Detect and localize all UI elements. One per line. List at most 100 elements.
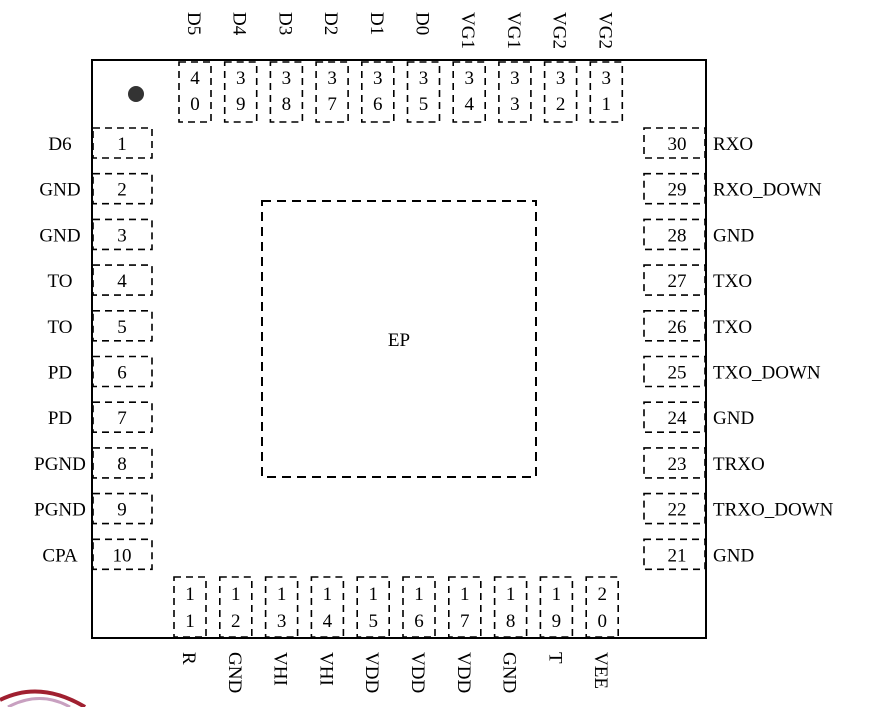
pin-name-8: PGND [34, 454, 86, 475]
pin-name-21: GND [713, 545, 754, 566]
pin-pad-top-32 [543, 61, 578, 123]
pin-number-22: 22 [668, 500, 687, 521]
pin-name-13: VHI [270, 652, 291, 686]
pin-name-12: GND [224, 652, 245, 693]
pin-pad-top-40 [178, 61, 212, 123]
pin-pad-top-33 [498, 61, 532, 123]
pin-pad-top-34 [452, 61, 487, 123]
pin-number-digit1-33: 3 [510, 68, 520, 89]
pin-number-digit2-40: 0 [190, 94, 200, 115]
pin-pad-top-39 [223, 61, 258, 123]
pin-name-17: VDD [453, 652, 474, 693]
pin-number-9: 9 [117, 500, 127, 521]
corner-decoration [0, 689, 87, 707]
pin-name-34: VG1 [457, 12, 478, 49]
pin-pad-bottom-18 [493, 576, 528, 638]
pin-name-23: TRXO [713, 454, 765, 475]
pin-number-1: 1 [117, 134, 127, 155]
pin-number-7: 7 [117, 408, 127, 429]
pin-name-40: D5 [183, 12, 204, 35]
pin-number-digit1-11: 1 [185, 584, 195, 605]
pin-number-2: 2 [117, 180, 127, 201]
pin-name-30: RXO [713, 134, 753, 155]
pin-number-digit1-39: 3 [236, 68, 246, 89]
pin-pad-left-2 [92, 172, 153, 205]
pin-name-6: PD [48, 363, 72, 384]
pin-number-digit2-13: 3 [277, 611, 287, 632]
pin-number-digit1-35: 3 [419, 68, 429, 89]
pin-number-digit2-34: 4 [464, 94, 474, 115]
pin-number-digit2-17: 7 [460, 611, 470, 632]
pin-name-25: TXO_DOWN [713, 363, 821, 384]
pin1-marker [128, 86, 144, 102]
pin-number-digit1-36: 3 [373, 68, 383, 89]
pin-name-26: TXO [713, 317, 752, 338]
pin-name-31: VG2 [594, 12, 615, 49]
pin-name-36: D1 [366, 12, 387, 35]
pin-number-26: 26 [668, 317, 687, 338]
pin-number-digit1-38: 3 [282, 68, 292, 89]
pin-number-digit1-34: 3 [464, 68, 474, 89]
pin-number-5: 5 [117, 317, 127, 338]
pin-pad-bottom-16 [402, 576, 436, 638]
pin-number-28: 28 [668, 225, 687, 246]
pin-number-3: 3 [117, 225, 127, 246]
pin-number-digit2-12: 2 [231, 611, 241, 632]
pin-name-32: VG2 [549, 12, 570, 49]
pin-number-digit2-37: 7 [327, 94, 337, 115]
pin-number-digit2-15: 5 [368, 611, 378, 632]
package-outline [91, 59, 707, 639]
pin-number-digit1-20: 2 [597, 584, 607, 605]
pin-number-29: 29 [668, 180, 687, 201]
pin-pad-bottom-20 [585, 576, 620, 638]
exposed-pad-label: EP [388, 330, 410, 351]
pin-pad-top-31 [589, 61, 624, 123]
pin-number-6: 6 [117, 363, 127, 384]
pin-name-4: TO [48, 271, 73, 292]
pin-pad-right-29 [643, 172, 706, 205]
pin-name-3: GND [39, 225, 80, 246]
pin-pad-left-4 [92, 264, 153, 296]
pin-number-digit1-40: 4 [190, 68, 200, 89]
pin-number-digit1-14: 1 [323, 584, 333, 605]
pin-number-digit2-36: 6 [373, 94, 383, 115]
pin-number-digit1-19: 1 [552, 584, 562, 605]
pin-pad-top-35 [406, 61, 441, 123]
pin-name-9: PGND [34, 500, 86, 521]
pin-number-digit1-32: 3 [556, 68, 566, 89]
pin-number-21: 21 [668, 545, 687, 566]
pin-number-10: 10 [113, 545, 132, 566]
pin-pad-left-3 [92, 218, 153, 251]
pin-number-digit2-14: 4 [323, 611, 333, 632]
pin-pad-right-26 [643, 309, 706, 342]
pin-pad-bottom-15 [356, 576, 391, 638]
pin-number-25: 25 [668, 363, 687, 384]
pin-pad-bottom-14 [310, 576, 345, 638]
pin-number-digit2-18: 8 [506, 611, 516, 632]
pin-name-27: TXO [713, 271, 752, 292]
pin-number-digit1-16: 1 [414, 584, 424, 605]
pin-name-28: GND [713, 225, 754, 246]
pin-name-29: RXO_DOWN [713, 180, 822, 201]
pin-pad-bottom-13 [264, 576, 299, 638]
pin-pad-right-21 [643, 538, 706, 571]
pin-name-33: VG1 [503, 12, 524, 49]
pin-pad-right-28 [643, 218, 706, 251]
pin-number-digit1-12: 1 [231, 584, 241, 605]
pin-number-8: 8 [117, 454, 127, 475]
pin-number-digit2-19: 9 [552, 611, 562, 632]
pin-name-19: T [544, 652, 565, 664]
pins-group: 1D62GND3GND4TO5TO6PD7PD8PGND9PGND10CPA30… [34, 12, 833, 693]
pin-pad-top-36 [360, 61, 395, 123]
pin-number-digit2-20: 0 [597, 611, 607, 632]
pin-pad-left-9 [92, 492, 153, 525]
pin-pad-left-1 [92, 127, 153, 159]
exposed-pad [261, 200, 537, 478]
pin-number-digit1-31: 3 [602, 68, 612, 89]
pin-number-digit1-13: 1 [277, 584, 287, 605]
pin-name-1: D6 [48, 134, 71, 155]
pin-pad-right-22 [643, 492, 706, 525]
pin-name-2: GND [39, 180, 80, 201]
pin-number-digit2-38: 8 [282, 94, 292, 115]
